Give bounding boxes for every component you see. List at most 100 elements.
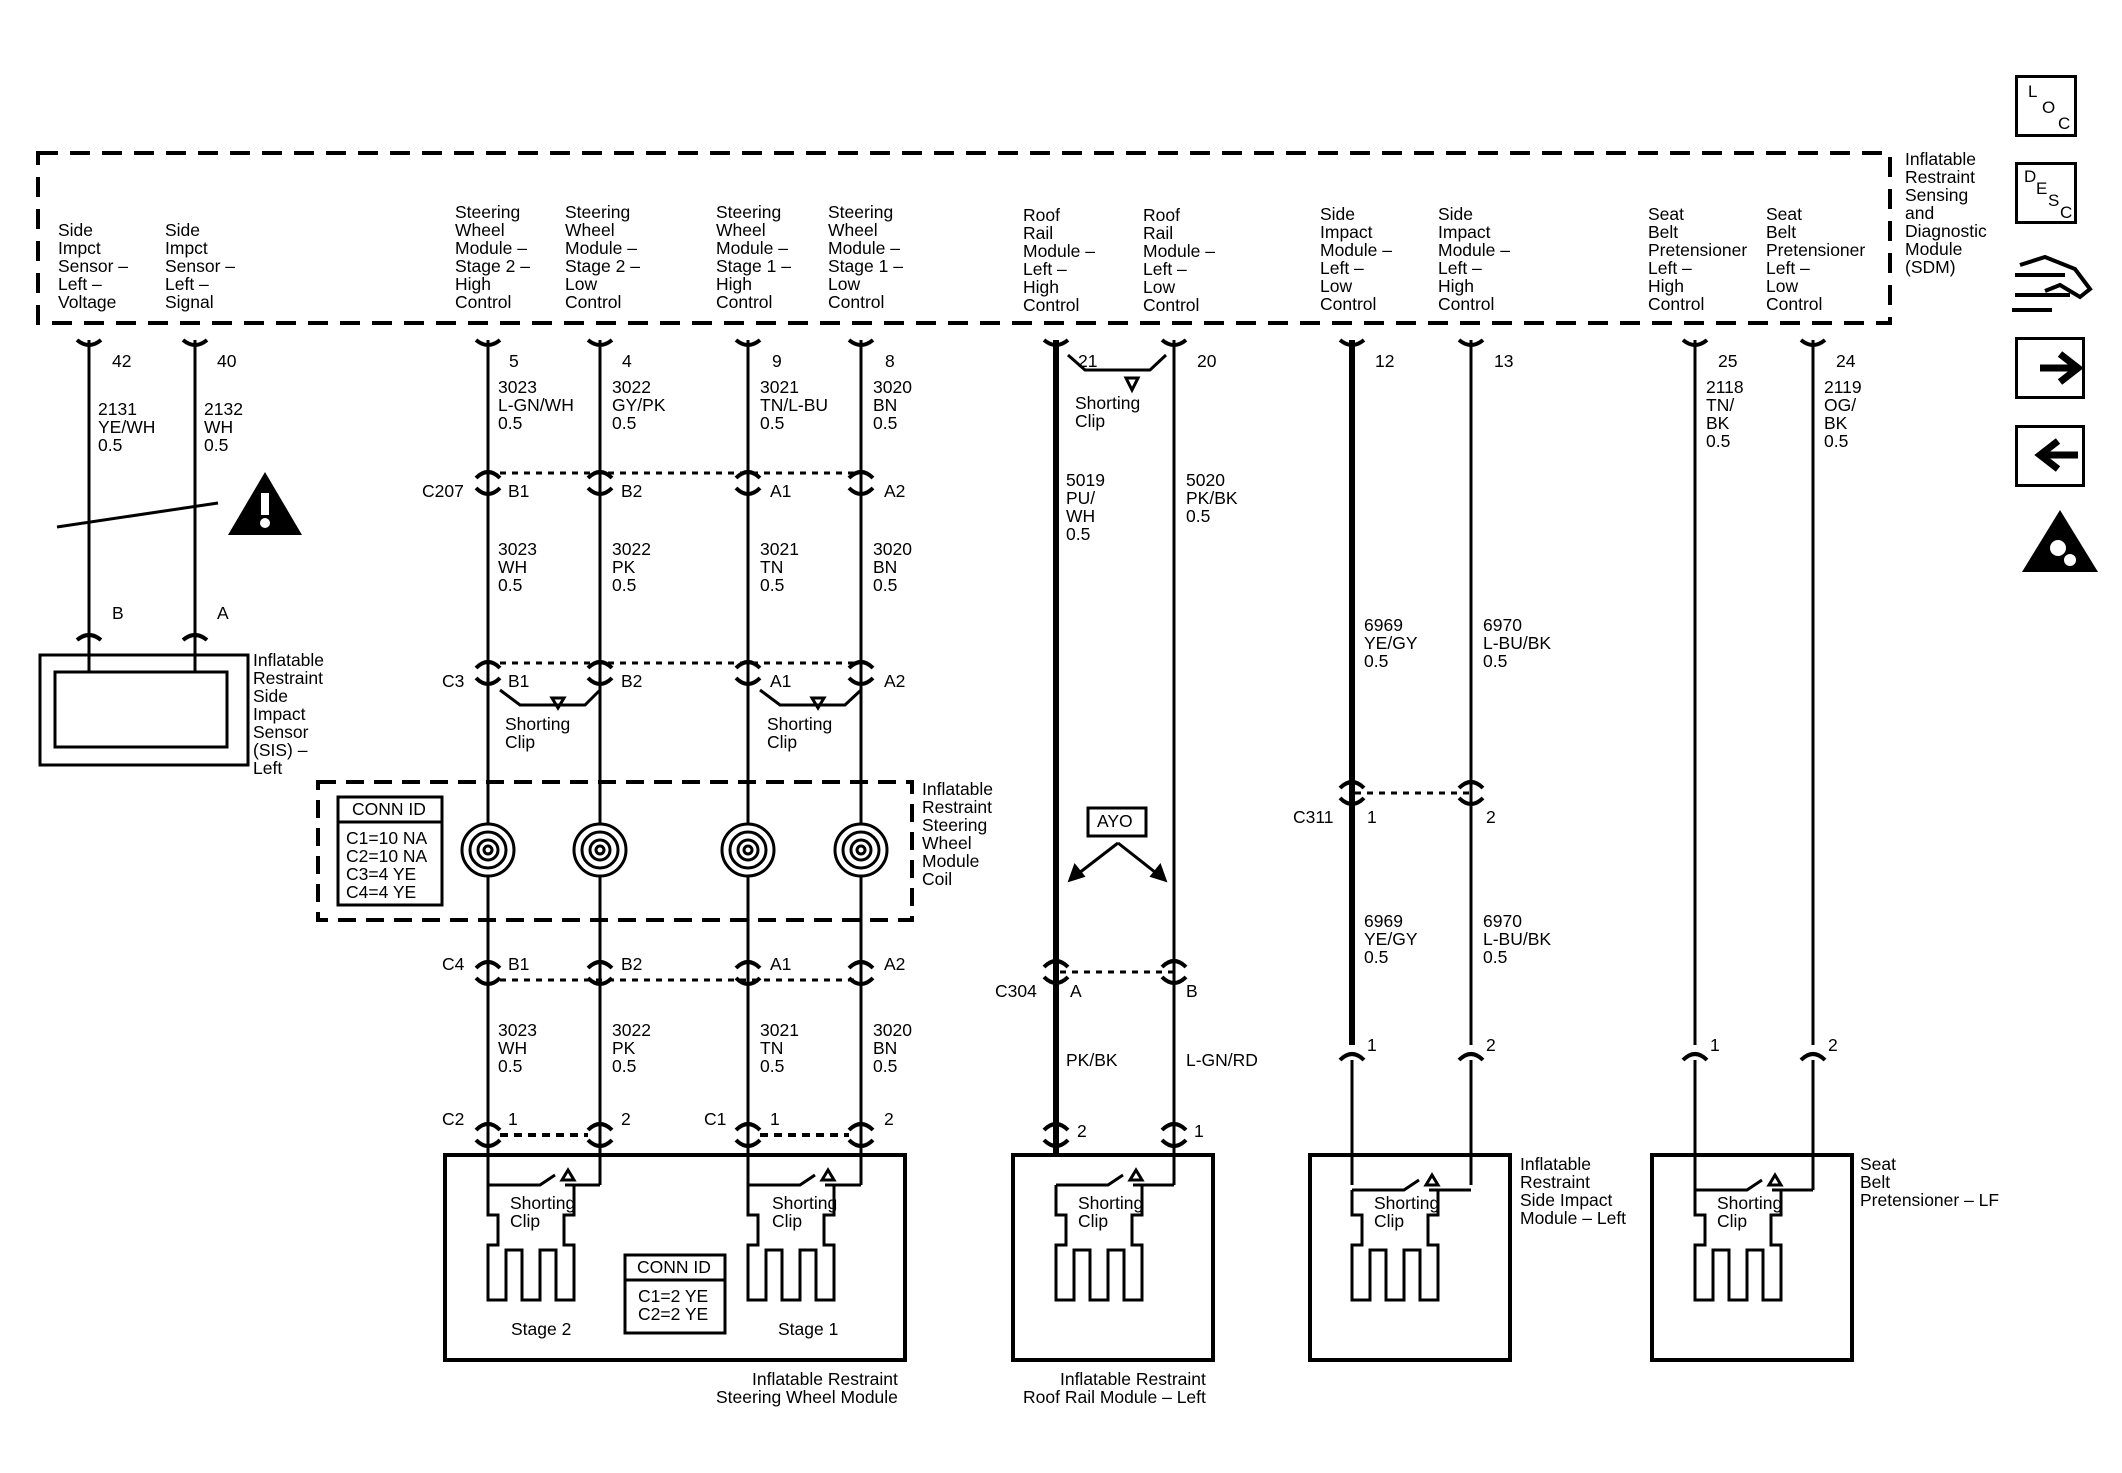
twisted-pair-mark: [56, 501, 219, 529]
connector-pin: 2: [1486, 1035, 1496, 1055]
left-arrow-icon: [2034, 438, 2078, 472]
shorting-clip-label: Shorting Clip: [1075, 393, 1141, 431]
wire-label: 3023 WH 0.5: [498, 1020, 537, 1076]
wire-label: 3022 GY/PK 0.5: [612, 377, 666, 433]
wire-label: 3023 WH 0.5: [498, 539, 537, 595]
stage2-label: Stage 2: [511, 1319, 572, 1339]
desc-letter: S: [2048, 191, 2060, 210]
connector-pin: 1: [1367, 807, 1377, 827]
sdm-pin-label: Steering Wheel Module – Stage 1 – High C…: [716, 202, 791, 312]
steering-conn-id-box: [623, 1253, 727, 1335]
connector-pin: A2: [884, 671, 906, 691]
pretensioner-outline: [1650, 1153, 1854, 1362]
wire-label: 5020 PK/BK 0.5: [1186, 470, 1238, 526]
connector-pin: 2: [884, 1109, 894, 1129]
loc-letter: L: [2028, 82, 2038, 101]
connector-pin: B1: [508, 671, 530, 691]
clockspring-coils: [460, 822, 889, 878]
wire-label: PK/BK: [1066, 1050, 1118, 1070]
shorting-clip-label: Shorting Clip: [510, 1193, 576, 1231]
connector-label: C207: [422, 481, 464, 501]
pin-number: 42: [112, 351, 132, 371]
desc-letter: C: [2060, 203, 2073, 222]
connector-pin: 2: [1486, 807, 1496, 827]
wire-label: 3021 TN/L-BU 0.5: [760, 377, 829, 433]
connector-pin: A2: [884, 954, 906, 974]
wire-label: 6970 L-BU/BK 0.5: [1483, 911, 1552, 967]
connector-label: C2: [442, 1109, 465, 1129]
pin-number: 9: [772, 351, 782, 371]
connector-pin: B1: [508, 481, 530, 501]
connector-pin: 1: [508, 1109, 518, 1129]
stage1-label: Stage 1: [778, 1319, 839, 1339]
side-module-outline: [1308, 1153, 1512, 1362]
connector-pin: B: [1186, 981, 1198, 1001]
sis-title: Inflatable Restraint Side Impact Sensor …: [253, 650, 325, 778]
connector-pin: B1: [508, 954, 530, 974]
loc-button[interactable]: L O C: [2015, 75, 2077, 137]
sdm-pin-label: Roof Rail Module – Left – Low Control: [1143, 205, 1215, 315]
sdm-pin-label: Side Impct Sensor – Left – Voltage: [58, 220, 129, 312]
hand-wrench-button[interactable]: [2010, 242, 2080, 322]
coil-conn-id-lines: C1=10 NA C2=10 NA C3=4 YE C4=4 YE: [346, 828, 428, 902]
pin-number: 21: [1078, 351, 1098, 371]
sdm-pin-label: Steering Wheel Module – Stage 1 – Low Co…: [828, 202, 903, 312]
shorting-clip-label: Shorting Clip: [767, 714, 833, 752]
connector-pin: 2: [621, 1109, 631, 1129]
connector-pin: A1: [770, 671, 792, 691]
airbag-warning-button[interactable]: [2015, 505, 2105, 577]
wire-label: 3020 BN 0.5: [873, 377, 912, 433]
coil-outline: [316, 780, 914, 922]
next-button[interactable]: [2015, 337, 2085, 399]
steering-module-title: Inflatable Restraint Steering Wheel Modu…: [716, 1369, 898, 1407]
sdm-pin-label: Seat Belt Pretensioner Left – High Contr…: [1648, 204, 1748, 314]
ayo-label: AYO: [1097, 811, 1133, 831]
desc-letter: E: [2036, 179, 2048, 198]
shorting-clip-label: Shorting Clip: [1374, 1193, 1440, 1231]
sdm-pin-label: Steering Wheel Module – Stage 2 – High C…: [455, 202, 530, 312]
sdm-pin-label: Side Impact Module – Left – High Control: [1438, 204, 1510, 314]
connector-pin: 1: [1367, 1035, 1377, 1055]
wire-label: 5019 PU/ WH 0.5: [1066, 470, 1105, 544]
coil-conn-id-box: [336, 795, 444, 907]
connector-pin: 2: [1828, 1035, 1838, 1055]
coil-title: Inflatable Restraint Steering Wheel Modu…: [922, 779, 994, 889]
pin-number: 40: [217, 351, 237, 371]
wire-label: 6969 YE/GY 0.5: [1364, 615, 1418, 671]
sdm-pin-label: Steering Wheel Module – Stage 2 – Low Co…: [565, 202, 640, 312]
wire-label: 2131 YE/WH 0.5: [98, 399, 156, 455]
wire-label: 3023 L-GN/WH 0.5: [498, 377, 574, 433]
loc-letter: C: [2058, 114, 2071, 133]
wire-label: 2119 OG/ BK 0.5: [1824, 377, 1862, 451]
pin-number: 20: [1197, 351, 1217, 371]
connector-label: C304: [995, 981, 1037, 1001]
pretensioner-title: Seat Belt Pretensioner – LF: [1860, 1154, 2000, 1210]
connector-pin: A: [217, 603, 229, 623]
pin-number: 4: [622, 351, 632, 371]
desc-button[interactable]: D E S C: [2015, 162, 2077, 224]
roof-module-outline: [1011, 1153, 1215, 1362]
right-arrow-icon: [2040, 351, 2084, 385]
steering-conn-id-lines: C1=2 YE C2=2 YE: [638, 1286, 709, 1324]
connector-label: C4: [442, 954, 465, 974]
connector-pin: B2: [621, 481, 643, 501]
wire-label: 3021 TN 0.5: [760, 539, 799, 595]
pin-number: 5: [509, 351, 519, 371]
pin-number: 8: [885, 351, 895, 371]
sdm-pin-label: Seat Belt Pretensioner Left – Low Contro…: [1766, 204, 1866, 314]
wire-label: L-GN/RD: [1186, 1050, 1258, 1070]
steering-module-outline: [443, 1153, 907, 1362]
connector-label: C3: [442, 671, 465, 691]
roof-module-title: Inflatable Restraint Roof Rail Module – …: [1023, 1369, 1206, 1407]
pin-number: 13: [1494, 351, 1514, 371]
sdm-pin-label: Side Impact Module – Left – Low Control: [1320, 204, 1392, 314]
previous-button[interactable]: [2015, 425, 2085, 487]
shorting-clip-label: Shorting Clip: [1717, 1193, 1783, 1231]
coil-conn-id-title: CONN ID: [352, 799, 426, 819]
connector-pin: B2: [621, 671, 643, 691]
shorting-clip-label: Shorting Clip: [505, 714, 571, 752]
wire-label: 3021 TN 0.5: [760, 1020, 799, 1076]
connector-pin: A1: [770, 954, 792, 974]
connector-pin: A2: [884, 481, 906, 501]
